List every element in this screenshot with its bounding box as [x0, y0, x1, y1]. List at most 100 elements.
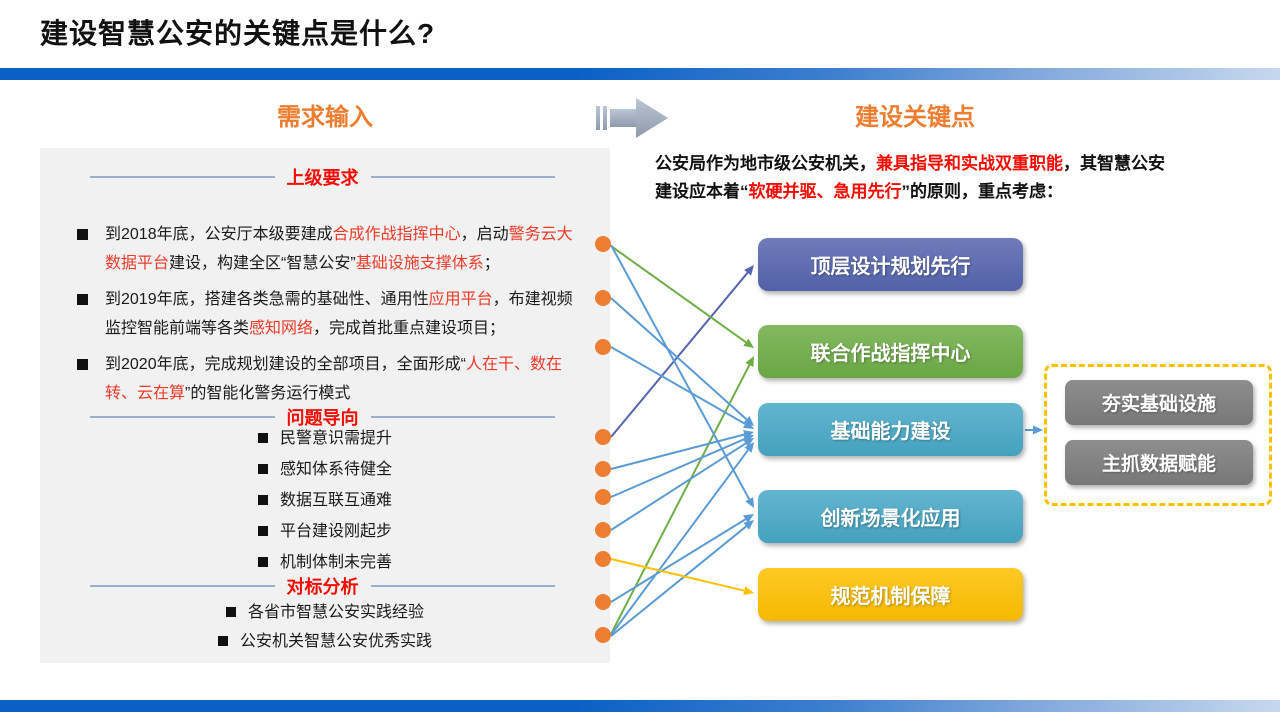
connector-line — [610, 449, 749, 636]
header-rule-right — [370, 416, 555, 418]
list-item-label: 数据互联互通难 — [279, 492, 392, 509]
sub-boxes-container: 夯实基础设施 主抓数据赋能 — [1044, 364, 1272, 506]
text-segment: 公安局作为地市级公安机关， — [655, 154, 876, 173]
connector-line — [610, 438, 746, 498]
text-segment: ，布建视频监控智能前端等各类 — [105, 291, 573, 337]
section-header-problem: 问题导向 — [90, 404, 555, 430]
left-column-header: 需求输入 — [277, 104, 373, 131]
key-box-scenario-app: 创新场景化应用 — [758, 490, 1023, 543]
text-segment: 警务云大数据平台 — [105, 226, 573, 272]
text-segment: ”的智能化警务运行模式 — [185, 385, 351, 402]
list-item-label: 平台建设刚起步 — [279, 523, 392, 540]
requirements-panel: 上级要求 到2018年底，公安厅本级要建成合成作战指挥中心，启动警务云大数据平台… — [40, 148, 610, 663]
list-item: 感知体系待健全 — [40, 454, 610, 485]
list-item: 公安机关智慧公安优秀实践 — [40, 627, 610, 656]
text-segment: 建设，构建全区“智慧公安” — [169, 255, 356, 272]
bullet-square-icon — [225, 607, 236, 617]
section-title: 上级要求 — [286, 168, 359, 188]
list-item: 数据互联互通难 — [40, 485, 610, 516]
arrowhead-icon — [743, 438, 754, 448]
section-title: 问题导向 — [286, 408, 359, 428]
list-item-label: 民警意识需提升 — [279, 430, 392, 447]
list-item: 民警意识需提升 — [40, 423, 610, 454]
list-item-label: 机制体制未完善 — [279, 554, 392, 571]
connector-line — [610, 558, 745, 592]
arrowhead-icon — [743, 430, 754, 439]
sub-box-data-empower: 主抓数据赋能 — [1065, 440, 1253, 485]
list-item-label: 各省市智慧公安实践经验 — [247, 604, 424, 621]
sub-box-infrastructure: 夯实基础设施 — [1065, 380, 1253, 425]
header-rule-left — [90, 416, 275, 418]
problem-list: 民警意识需提升感知体系待健全数据互联互通难平台建设刚起步机制体制未完善 — [40, 423, 610, 578]
key-box-basic-capability: 基础能力建设 — [758, 403, 1023, 456]
text-segment: 人在干、数在转、云在算 — [105, 356, 562, 402]
bullet-square-icon — [257, 495, 268, 505]
bullet-square-icon — [77, 359, 88, 370]
header-rule-right — [370, 176, 555, 178]
text-segment: ”的原则，重点考虑： — [901, 182, 1064, 201]
connector-line — [610, 346, 746, 425]
bottom-divider-bar — [0, 700, 1280, 712]
arrowhead-icon — [743, 586, 754, 596]
connector-line — [610, 525, 747, 637]
section-header-superior: 上级要求 — [90, 164, 555, 190]
connector-line — [610, 364, 751, 635]
text-segment: 软硬并驱、急用先行 — [748, 182, 902, 201]
arrowhead-icon — [743, 520, 754, 530]
connector-line — [610, 518, 747, 603]
flow-arrow-icon — [596, 98, 668, 138]
text-segment: ； — [483, 255, 500, 272]
key-box-joint-command: 联合作战指挥中心 — [758, 325, 1023, 378]
bullet-square-icon — [257, 433, 268, 443]
section-title: 对标分析 — [286, 577, 359, 597]
arrowhead-icon — [745, 356, 754, 367]
connector-line — [610, 442, 747, 531]
header-rule-left — [90, 585, 275, 587]
arrowhead-icon — [1033, 425, 1043, 435]
header-rule-left — [90, 176, 275, 178]
bullet-square-icon — [257, 526, 268, 536]
arrowhead-icon — [743, 420, 754, 429]
page-title: 建设智慧公安的关键点是什么? — [40, 18, 436, 49]
text-segment: 兼具指导和实战双重职能 — [876, 154, 1063, 173]
text-segment: ，完成首批重点建设项目； — [313, 320, 506, 337]
text-segment: 感知网络 — [249, 320, 314, 337]
text-segment: 到2020年底，完成规划建设的全部项目，全面形成“ — [105, 356, 466, 373]
bullet-square-icon — [257, 464, 268, 474]
bullet-square-icon — [257, 557, 268, 567]
list-item: 机制体制未完善 — [40, 547, 610, 578]
top-divider-bar — [0, 68, 1280, 80]
list-item: 到2020年底，完成规划建设的全部项目，全面形成“人在干、数在转、云在算”的智能… — [75, 350, 580, 408]
connector-line — [610, 244, 751, 500]
arrowhead-icon — [745, 497, 754, 508]
bullet-square-icon — [217, 636, 228, 646]
header-rule-right — [370, 585, 555, 587]
connector-line — [610, 433, 745, 470]
arrowhead-icon — [743, 415, 754, 426]
list-item: 到2019年底，搭建各类急需的基础性、通用性应用平台，布建视频监控智能前端等各类… — [75, 285, 580, 343]
list-item-label: 感知体系待健全 — [279, 461, 392, 478]
arrowhead-icon — [743, 434, 754, 444]
arrowhead-icon — [743, 338, 754, 348]
list-item: 各省市智慧公安实践经验 — [40, 598, 610, 627]
list-item: 平台建设刚起步 — [40, 516, 610, 547]
list-item: 到2018年底，公安厅本级要建成合成作战指挥中心，启动警务云大数据平台建设，构建… — [75, 220, 580, 278]
text-segment: 合成作战指挥中心 — [332, 226, 461, 243]
bullet-square-icon — [77, 294, 88, 305]
connector-line — [610, 297, 748, 421]
text-segment: 到2018年底，公安厅本级要建成 — [105, 226, 333, 243]
intro-paragraph: 公安局作为地市级公安机关，兼具指导和实战双重职能，其智慧公安建设应本着“软硬并驱… — [655, 150, 1180, 206]
text-segment: 基础设施支撑体系 — [355, 255, 484, 272]
text-segment: 到2019年底，搭建各类急需的基础性、通用性 — [105, 291, 429, 308]
arrowhead-icon — [744, 442, 754, 453]
arrowhead-icon — [744, 265, 754, 276]
right-column-header: 建设关键点 — [855, 104, 975, 131]
benchmark-list: 各省市智慧公安实践经验公安机关智慧公安优秀实践 — [40, 598, 610, 656]
key-box-top-design: 顶层设计规划先行 — [758, 238, 1023, 291]
connector-line — [610, 245, 747, 344]
arrowhead-icon — [743, 514, 754, 524]
list-item-label: 公安机关智慧公安优秀实践 — [239, 633, 432, 650]
superior-requirements-list: 到2018年底，公安厅本级要建成合成作战指挥中心，启动警务云大数据平台建设，构建… — [75, 220, 580, 415]
connector-line — [610, 272, 749, 438]
